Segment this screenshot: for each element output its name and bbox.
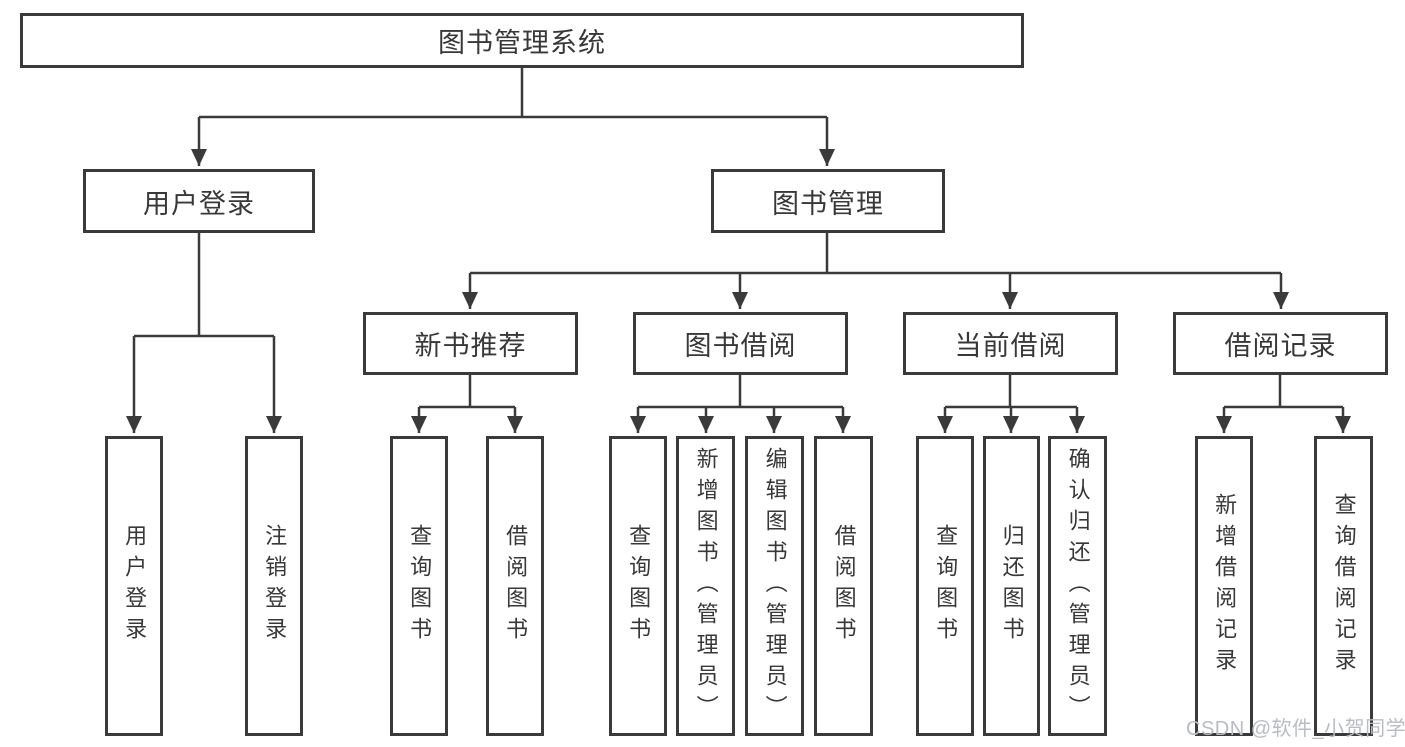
connector-borrow-record-trunk: [1224, 375, 1343, 409]
node-new-book-recommend: 新书推荐: [363, 312, 578, 375]
node-leaf-cb-return-books: 归还图书: [983, 436, 1040, 736]
node-leaf-bb-edit-books-admin: 编辑图书（管理员）: [745, 436, 804, 736]
node-root-label: 图书管理系统: [438, 28, 606, 58]
node-book-borrow: 图书借阅: [633, 312, 848, 375]
node-leaf-br-add-record-label: 新增借阅记录: [1212, 493, 1238, 679]
node-leaf-logout-label: 注销登录: [262, 524, 288, 648]
connector-book-borrow-trunk: [638, 375, 843, 409]
node-leaf-logout: 注销登录: [245, 436, 303, 736]
node-borrow-record: 借阅记录: [1173, 312, 1388, 375]
node-leaf-br-add-record: 新增借阅记录: [1195, 436, 1253, 736]
node-leaf-bb-edit-books-admin-label: 编辑图书（管理员）: [762, 446, 788, 726]
node-leaf-cb-confirm-return-admin-label: 确认归还（管理员）: [1065, 446, 1091, 726]
node-leaf-cb-query-books: 查询图书: [916, 436, 974, 736]
node-book-management-label: 图书管理: [772, 188, 884, 219]
connector-new-book-trunk: [419, 375, 515, 409]
node-leaf-bb-query-books: 查询图书: [609, 436, 667, 736]
node-root-library-management-system: 图书管理系统: [20, 13, 1024, 68]
node-leaf-br-query-record-label: 查询借阅记录: [1331, 493, 1357, 679]
node-leaf-user-login: 用户登录: [105, 436, 163, 736]
node-leaf-bb-borrow-books: 借阅图书: [814, 436, 873, 736]
node-leaf-bb-add-books-admin: 新增图书（管理员）: [676, 436, 735, 736]
node-leaf-cb-confirm-return-admin: 确认归还（管理员）: [1048, 436, 1107, 736]
node-leaf-nb-borrow-books-label: 借阅图书: [503, 524, 529, 648]
node-leaf-user-login-label: 用户登录: [122, 524, 148, 648]
node-leaf-nb-query-books-label: 查询图书: [407, 524, 433, 648]
node-new-book-recommend-label: 新书推荐: [414, 331, 527, 361]
connector-current-borrow-trunk: [945, 375, 1077, 409]
node-leaf-br-query-record: 查询借阅记录: [1314, 436, 1373, 736]
node-current-borrow-label: 当前借阅: [954, 331, 1067, 361]
node-book-management: 图书管理: [711, 169, 945, 233]
node-leaf-nb-borrow-books: 借阅图书: [486, 436, 544, 736]
node-leaf-bb-borrow-books-label: 借阅图书: [831, 524, 857, 648]
node-borrow-record-label: 借阅记录: [1224, 331, 1337, 361]
node-user-login: 用户登录: [83, 169, 315, 233]
node-book-borrow-label: 图书借阅: [684, 331, 797, 361]
csdn-watermark: CSDN @软件_小贺同学: [1186, 718, 1405, 740]
connector-user-login-trunk: [134, 233, 274, 338]
node-leaf-nb-query-books: 查询图书: [390, 436, 448, 736]
connector-book-management-trunk: [470, 233, 1281, 275]
node-user-login-label: 用户登录: [143, 188, 255, 219]
node-current-borrow: 当前借阅: [903, 312, 1118, 375]
node-leaf-bb-add-books-admin-label: 新增图书（管理员）: [693, 446, 719, 726]
node-leaf-bb-query-books-label: 查询图书: [626, 524, 652, 648]
node-leaf-cb-query-books-label: 查询图书: [933, 524, 959, 648]
node-leaf-cb-return-books-label: 归还图书: [999, 524, 1025, 648]
connector-root-trunk: [199, 68, 827, 119]
